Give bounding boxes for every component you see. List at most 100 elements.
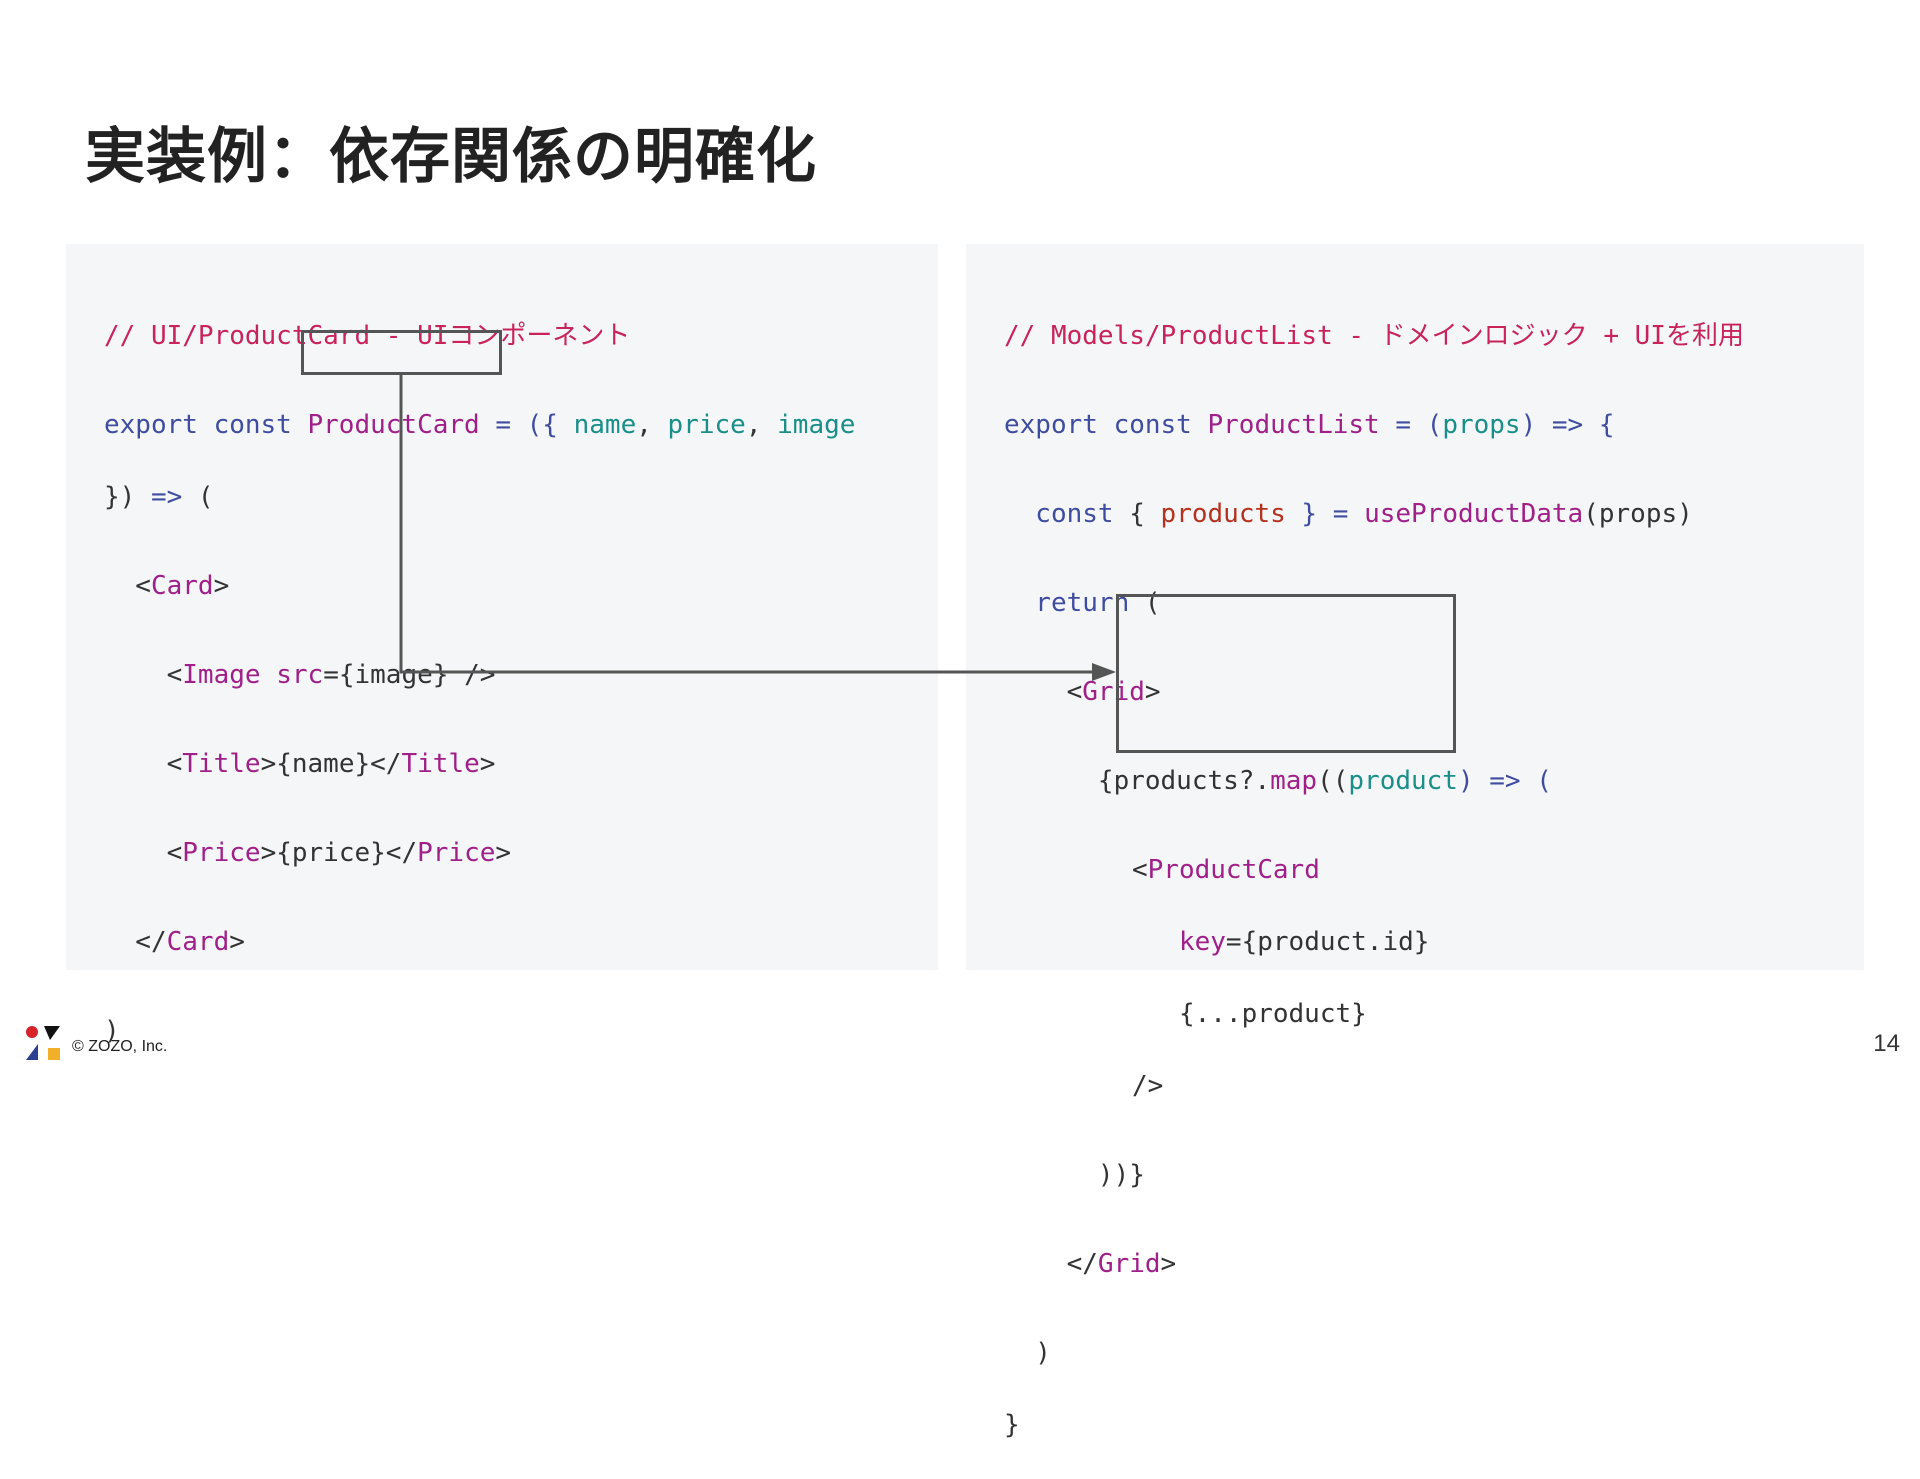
page-number: 14: [1873, 1030, 1900, 1057]
code-punct: ,: [636, 410, 668, 440]
code-line: {...product}: [1004, 996, 1744, 1032]
code-punct: }: [1004, 1410, 1020, 1440]
code-punct: >: [479, 749, 496, 779]
code-line: </Card>: [104, 924, 855, 960]
code-punct: >: [1160, 1249, 1177, 1279]
code-punct: = ({: [479, 410, 574, 440]
jsx-attr: src: [260, 660, 324, 690]
code-line: <Title>{name}</Title>: [104, 746, 855, 782]
code-param: image: [777, 410, 856, 440]
code-line: return (: [1004, 585, 1744, 621]
right-code-panel: [966, 244, 1864, 970]
code-punct: <: [104, 838, 183, 868]
code-param: price: [667, 410, 746, 440]
code-line: const { products } = useProductData(prop…: [1004, 496, 1744, 532]
code-param: product: [1348, 766, 1458, 796]
code-punct: ): [1004, 1338, 1051, 1368]
jsx-tag: Grid: [1082, 677, 1145, 707]
dependency-arrow: [399, 375, 1116, 681]
code-line: <Price>{price}</Price>: [104, 835, 855, 871]
code-punct: <: [1004, 677, 1083, 707]
code-punct: {: [1129, 499, 1161, 529]
code-text: >{name}</: [260, 749, 402, 779]
code-text: {...product}: [1132, 999, 1367, 1029]
code-text: ={product.id}: [1225, 927, 1430, 957]
arrow-line: [399, 375, 1096, 674]
left-code-panel: [66, 244, 938, 970]
code-method: map: [1270, 766, 1318, 796]
component-name: ProductList: [1207, 410, 1380, 440]
code-punct: = (: [1379, 410, 1443, 440]
code-line: <Image src={image} />: [104, 657, 855, 693]
jsx-attr: key: [1132, 927, 1226, 957]
code-line: // UI/ProductCard - UIコンポーネント: [104, 318, 855, 354]
jsx-tag: Card: [166, 927, 230, 957]
hook-name: useProductData: [1364, 499, 1584, 529]
code-punct: >: [213, 571, 230, 601]
code-line: }: [1004, 1407, 1744, 1443]
jsx-tag: Grid: [1097, 1249, 1161, 1279]
code-line: }) => (: [104, 479, 855, 515]
code-punct: ) => {: [1520, 410, 1615, 440]
code-punct: (: [182, 482, 214, 512]
code-line: ): [104, 1013, 855, 1049]
jsx-tag: Price: [417, 838, 496, 868]
jsx-tag: Price: [182, 838, 261, 868]
code-arrow: =>: [150, 482, 183, 512]
code-punct: </: [1004, 1249, 1098, 1279]
code-punct: ): [104, 1016, 120, 1046]
jsx-tag: Image: [182, 660, 261, 690]
code-text: {products?.: [1004, 766, 1271, 796]
code-punct: </: [104, 927, 167, 957]
code-comment: // UI/ProductCard - UIコンポーネント: [104, 321, 631, 351]
code-punct: <: [1132, 855, 1148, 885]
left-code-block: // UI/ProductCard - UIコンポーネント export con…: [104, 282, 855, 1085]
jsx-tag: Title: [401, 749, 480, 779]
code-punct: ) => (: [1457, 766, 1552, 796]
right-code-block: // Models/ProductList - ドメインロジック + UIを利用…: [1004, 282, 1744, 1479]
jsx-tag: Title: [182, 749, 261, 779]
code-keyword: export const: [1004, 410, 1208, 440]
code-comment: // Models/ProductList - ドメインロジック + UIを利用: [1004, 321, 1744, 351]
code-keyword: export const: [104, 410, 308, 440]
arrow-head: [1092, 663, 1116, 681]
code-line: <ProductCard: [1004, 852, 1744, 888]
code-text: (props): [1583, 499, 1693, 529]
code-line: // Models/ProductList - ドメインロジック + UIを利用: [1004, 318, 1744, 354]
code-line: ): [1004, 1335, 1744, 1371]
code-text: ))}: [1004, 1160, 1145, 1190]
code-punct: ,: [745, 410, 778, 440]
code-line: key={product.id}: [1004, 924, 1744, 960]
code-punct: >: [495, 838, 512, 868]
code-punct: <: [104, 571, 151, 601]
code-param: name: [573, 410, 637, 440]
code-punct: } =: [1285, 499, 1365, 529]
component-highlight-box: [301, 330, 502, 375]
jsx-tag: Card: [150, 571, 214, 601]
code-line: {products?.map((product) => (: [1004, 763, 1744, 799]
code-param: props: [1442, 410, 1521, 440]
code-line: export const ProductList = (props) => {: [1004, 407, 1744, 443]
jsx-tag: ProductCard: [1147, 855, 1320, 885]
code-punct: <: [104, 660, 183, 690]
code-punct: }): [104, 482, 151, 512]
code-punct: ((: [1317, 766, 1349, 796]
code-line: </Grid>: [1004, 1246, 1744, 1282]
code-keyword: return: [1004, 588, 1130, 618]
code-line: <Grid>: [1004, 674, 1744, 710]
code-text: ={image} />: [323, 660, 496, 690]
code-variable: products: [1160, 499, 1286, 529]
slide-title: 実装例：依存関係の明確化: [85, 122, 817, 192]
code-line: ))}: [1004, 1157, 1744, 1193]
component-name: ProductCard: [307, 410, 480, 440]
code-keyword: const: [1004, 499, 1130, 529]
code-text: >{price}</: [260, 838, 418, 868]
code-line: <Card>: [104, 568, 855, 604]
usage-highlight-box: [1116, 594, 1456, 753]
code-line: export const ProductCard = ({ name, pric…: [104, 407, 855, 443]
zozo-logo-icon: [26, 1026, 60, 1060]
copyright-text: © ZOZO, Inc.: [72, 1038, 168, 1055]
code-punct: <: [104, 749, 183, 779]
code-punct: >: [229, 927, 245, 957]
code-punct: >: [1144, 677, 1161, 707]
